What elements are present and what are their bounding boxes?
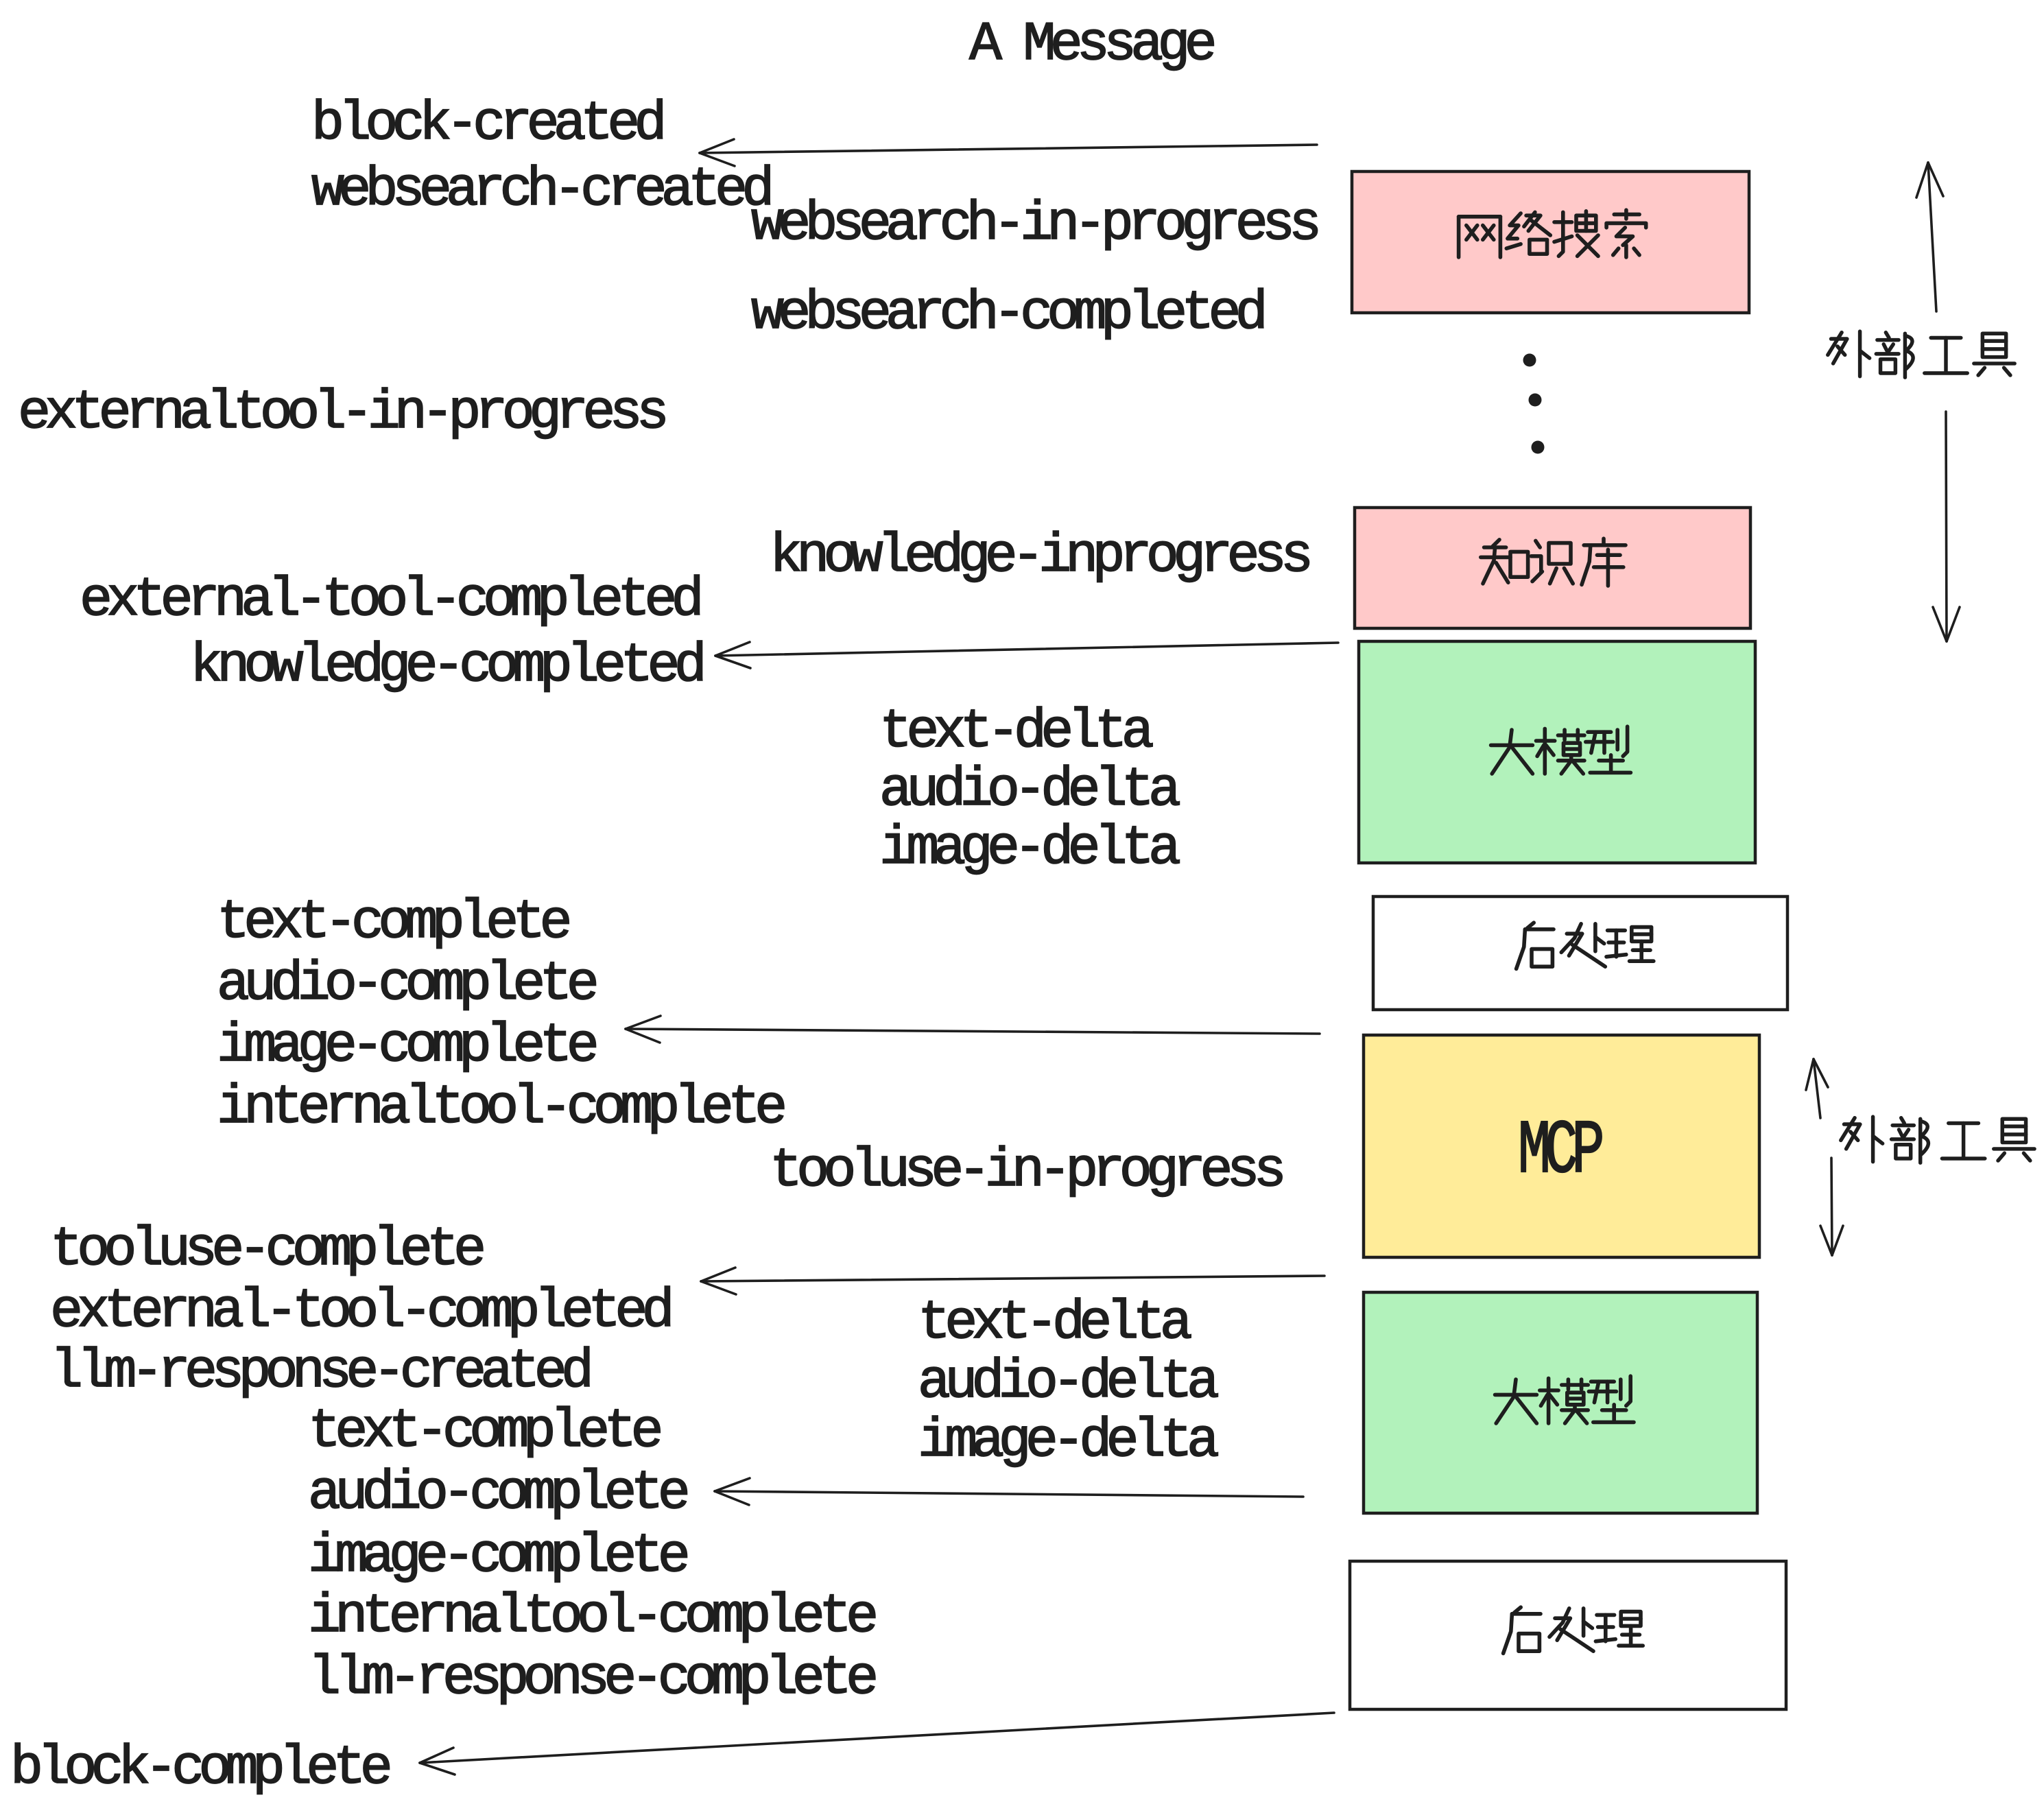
svg-text:block-complete: block-complete bbox=[10, 1737, 390, 1800]
svg-text:text-delta: text-delta bbox=[918, 1292, 1191, 1355]
svg-text:tooluse-in-progress: tooluse-in-progress bbox=[770, 1140, 1283, 1202]
svg-text:external-tool-completed: external-tool-completed bbox=[80, 569, 700, 632]
svg-text:MCP: MCP bbox=[1518, 1108, 1602, 1194]
svg-text:audio-delta: audio-delta bbox=[918, 1351, 1218, 1414]
svg-text:block-created: block-created bbox=[311, 93, 662, 156]
svg-text:websearch-in-progress: websearch-in-progress bbox=[751, 193, 1318, 256]
svg-text:audio-complete: audio-complete bbox=[217, 953, 596, 1016]
svg-text:text-complete: text-complete bbox=[308, 1401, 660, 1463]
svg-text:internaltool-complete: internaltool-complete bbox=[308, 1586, 875, 1648]
svg-text:A Message: A Message bbox=[969, 14, 1214, 76]
svg-text:audio-delta: audio-delta bbox=[879, 759, 1180, 822]
svg-text:knowledge-completed: knowledge-completed bbox=[190, 635, 702, 698]
svg-text:image-delta: image-delta bbox=[918, 1410, 1218, 1473]
svg-text:externaltool-in-progress: externaltool-in-progress bbox=[18, 382, 665, 444]
svg-text:tooluse-complete: tooluse-complete bbox=[50, 1219, 483, 1281]
svg-text:audio-complete: audio-complete bbox=[308, 1462, 687, 1525]
svg-text:text-delta: text-delta bbox=[879, 701, 1153, 763]
svg-text:text-complete: text-complete bbox=[217, 892, 569, 954]
svg-text:websearch-created: websearch-created bbox=[311, 159, 770, 222]
svg-text:llm-response-complete: llm-response-complete bbox=[308, 1648, 875, 1710]
svg-text:image-complete: image-complete bbox=[217, 1015, 596, 1078]
svg-text:websearch-completed: websearch-completed bbox=[751, 283, 1263, 345]
svg-text:image-complete: image-complete bbox=[308, 1526, 687, 1588]
svg-text:internaltool-complete: internaltool-complete bbox=[217, 1077, 784, 1139]
svg-text:image-delta: image-delta bbox=[879, 818, 1180, 880]
svg-text:external-tool-completed: external-tool-completed bbox=[50, 1281, 670, 1343]
svg-text:llm-response-created: llm-response-created bbox=[50, 1341, 589, 1403]
svg-text:knowledge-inprogress: knowledge-inprogress bbox=[770, 525, 1309, 588]
